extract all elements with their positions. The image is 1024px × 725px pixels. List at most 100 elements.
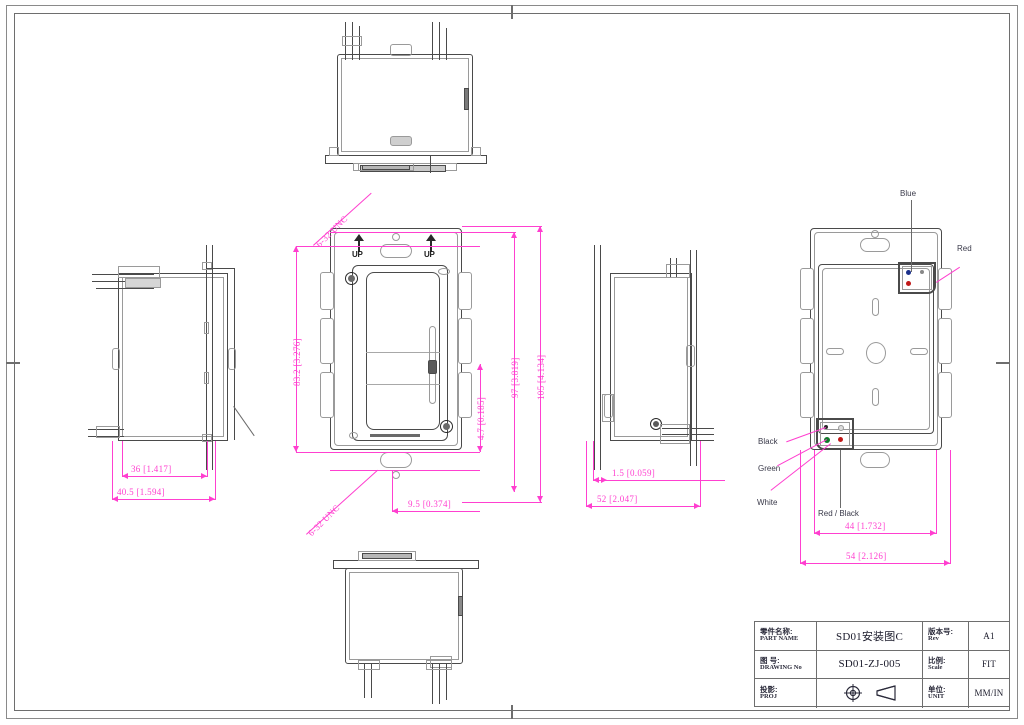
front-view-screw-top-left xyxy=(345,272,358,285)
drawing-no-text: SD01-ZJ-005 xyxy=(838,658,901,671)
left-view-body-inner xyxy=(122,277,224,437)
projection-cone-icon xyxy=(875,685,896,702)
top-view-strap-tab-right xyxy=(471,147,481,156)
label-red-black: Red / Black xyxy=(818,509,859,518)
scale-key: 比例: Scale xyxy=(923,650,969,679)
d54-ext-left xyxy=(800,450,801,564)
d105-tick-top xyxy=(537,226,543,232)
left-view-strap-slot-2 xyxy=(204,372,209,384)
top-view-side-notch xyxy=(464,88,469,110)
top-view-connector-fill xyxy=(362,165,410,170)
top-view-bottom-cap xyxy=(390,136,412,146)
rear-view-vent-top xyxy=(872,298,879,316)
frame-center-tick-top xyxy=(511,5,513,19)
scale-key-en: Scale xyxy=(928,663,943,671)
d47-text: 4.7 [0.185] xyxy=(476,396,486,440)
left-view-strap-tab-top xyxy=(202,262,212,270)
rear-view-terminal-block-top xyxy=(898,262,936,294)
rear-view-terminal-block-bottom xyxy=(816,418,854,450)
terminal-dot-white xyxy=(838,425,844,431)
d44-line xyxy=(814,533,936,534)
scale-text: FIT xyxy=(981,659,997,670)
top-view-lead-ferrule-left xyxy=(342,36,362,46)
frame-center-tick-right xyxy=(996,362,1010,364)
first-angle-projection-symbol xyxy=(843,683,897,703)
d405-tick-right xyxy=(209,496,215,502)
left-view-plate-notch xyxy=(228,348,236,370)
left-view-plate-edge xyxy=(234,268,236,440)
d52-ext-left xyxy=(586,441,587,507)
d44-tick-left xyxy=(814,530,820,536)
part-name-key-en: PART NAME xyxy=(760,635,799,643)
bottom-view-ferrule-right xyxy=(426,660,452,670)
front-view-slot-bottom xyxy=(380,452,412,468)
side-view-strap-d xyxy=(696,250,698,466)
side-view-lead-1 xyxy=(662,428,714,430)
label-black: Black xyxy=(758,437,778,446)
top-view-screw-shaft xyxy=(430,155,432,173)
title-block: 零件名称: PART NAME SD01安装图C 版本号: Rev A1 图 号… xyxy=(754,621,1010,708)
d36-tick-left xyxy=(122,473,128,479)
d97-line xyxy=(514,232,515,492)
title-block-row-3: 投影: PROJ xyxy=(755,679,1009,708)
title-block-row-2: 图 号: DRAWING No SD01-ZJ-005 比例: Scale FI… xyxy=(755,650,1009,680)
d44-ext-left xyxy=(814,450,815,534)
terminal-dot-green xyxy=(824,437,830,443)
bottom-view-lead-5 xyxy=(371,664,373,698)
d105-text: 105 [4.134] xyxy=(536,354,546,400)
d36-ext-left xyxy=(122,441,123,477)
top-view-lead-a2 xyxy=(352,22,354,60)
unit-value: MM/IN xyxy=(969,679,1009,708)
rear-view-ear-l1 xyxy=(800,268,814,310)
left-view-lead-bot-1 xyxy=(88,429,124,431)
label-white: White xyxy=(757,498,778,507)
up-marker-right: UP xyxy=(424,234,438,260)
d36-line xyxy=(122,476,207,477)
d832-ext-bottom xyxy=(296,452,332,453)
d105-ext-bottom xyxy=(462,502,542,503)
top-view-lead-a1 xyxy=(345,22,347,60)
left-view-strap-slot-1 xyxy=(204,322,209,334)
rear-view-pilot-top xyxy=(871,230,879,238)
bottom-view-strap-bottom xyxy=(333,568,479,570)
d832-ext-top xyxy=(296,246,332,247)
side-view-top-lead-2 xyxy=(676,258,678,278)
d54-ext-right xyxy=(950,450,951,564)
rear-view-ear-r3 xyxy=(938,372,952,418)
d54-tick-right xyxy=(944,560,950,566)
up-label-right: UP xyxy=(424,250,435,259)
terminal-dot-red-2 xyxy=(838,437,843,442)
front-view-paddle-split-2 xyxy=(366,384,440,385)
d405-ext-left xyxy=(112,441,113,500)
up-marker-left: UP xyxy=(352,234,366,260)
proj-key-en: PROJ xyxy=(760,693,777,701)
front-view-ear-l1 xyxy=(320,272,334,310)
d832-text: 83.2 [3.276] xyxy=(292,338,302,386)
terminal-dot-gray-1 xyxy=(920,270,924,274)
rear-view-terminal-block-bottom-inner xyxy=(820,422,850,446)
bottom-view-strap-right xyxy=(478,560,480,569)
frame-center-tick-left xyxy=(6,362,20,364)
drawing-no-value: SD01-ZJ-005 xyxy=(817,650,923,679)
rear-view-slot-bottom xyxy=(860,452,890,468)
front-ref-line-bottom xyxy=(330,452,480,453)
top-view-strap-left-end xyxy=(325,155,327,164)
d47-tick-bottom xyxy=(477,446,483,452)
top-view-strap-top xyxy=(325,155,487,157)
d15-tick-right xyxy=(601,477,607,483)
terminal-dot-red xyxy=(906,281,911,286)
bottom-view-lead-1 xyxy=(432,664,434,704)
d97-tick-top xyxy=(511,232,517,238)
side-view-lead-2 xyxy=(662,434,714,436)
left-view-lead-ferrule-bot xyxy=(96,426,120,438)
front-view-pilot-hole-top xyxy=(392,233,400,241)
unit-key: 单位: UNIT xyxy=(923,679,969,708)
front-view-slot-top xyxy=(380,244,412,258)
d405-line xyxy=(112,499,215,500)
rear-view-ear-l3 xyxy=(800,372,814,418)
leader-blue xyxy=(911,200,913,272)
rear-view-terminal-block-top-inner xyxy=(902,266,932,290)
side-view-lead-3 xyxy=(666,440,714,442)
rear-view-vent-right xyxy=(910,348,928,355)
d97-tick-bottom xyxy=(511,486,517,492)
